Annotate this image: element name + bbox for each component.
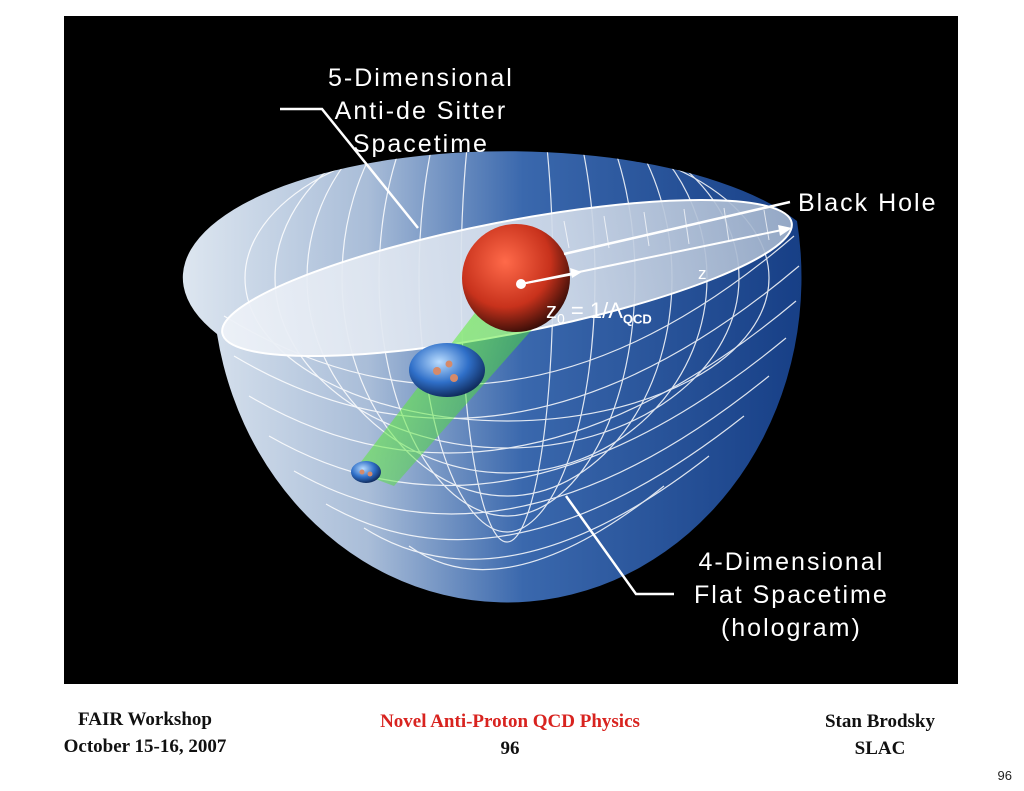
page-number: 96 — [997, 768, 1012, 783]
ads-label-line1: 5-Dimensional — [328, 64, 514, 92]
footer-talk: Novel Anti-Proton QCD Physics 96 — [330, 708, 690, 762]
footer-author-affiliation: SLAC — [854, 738, 906, 759]
ads-cft-diagram: 5-Dimensional Anti-de Sitter Spacetime B… — [64, 16, 958, 684]
black-hole-label: Black Hole — [798, 189, 938, 217]
flat-pointer-line — [564, 495, 674, 596]
footer-event: FAIR Workshop October 15-16, 2007 — [30, 706, 260, 760]
ads-pointer-line — [280, 107, 419, 229]
flat-label-line3: (hologram) — [720, 614, 862, 642]
ads-label-line2: Anti-de Sitter — [334, 97, 508, 125]
footer-slide-number: 96 — [500, 738, 520, 759]
z0-arrow — [520, 273, 575, 285]
z0-equals: = 1/Λ — [564, 298, 623, 323]
ads-label-line3: Spacetime — [352, 130, 489, 158]
black-hole-pointer-line — [563, 200, 791, 256]
footer-event-name: FAIR Workshop — [78, 709, 212, 730]
ads-spacetime-label: 5-Dimensional Anti-de Sitter Spacetime — [328, 62, 514, 161]
footer-author-name: Stan Brodsky — [824, 711, 935, 732]
footer-talk-title: Novel Anti-Proton QCD Physics — [380, 711, 640, 732]
hadron-large — [409, 343, 485, 397]
footer-event-date: October 15-16, 2007 — [63, 736, 227, 757]
flat-label-line1: 4-Dimensional — [698, 548, 885, 576]
hadron-small — [351, 461, 381, 483]
z0-subscript: 0 — [557, 310, 565, 327]
hemisphere-illustration — [182, 107, 802, 603]
z0-equation: z0 = 1/ΛQCD — [546, 294, 652, 335]
z-axis-label: z — [698, 264, 707, 283]
black-hole-sphere — [462, 224, 570, 332]
footer-author: Stan Brodsky SLAC — [790, 708, 970, 762]
flat-spacetime-label: 4-Dimensional Flat Spacetime (hologram) — [694, 546, 889, 645]
center-dot — [516, 279, 526, 289]
qcd-subscript: QCD — [622, 311, 652, 327]
flat-label-line2: Flat Spacetime — [694, 581, 889, 609]
z0-prefix: z — [546, 298, 557, 323]
